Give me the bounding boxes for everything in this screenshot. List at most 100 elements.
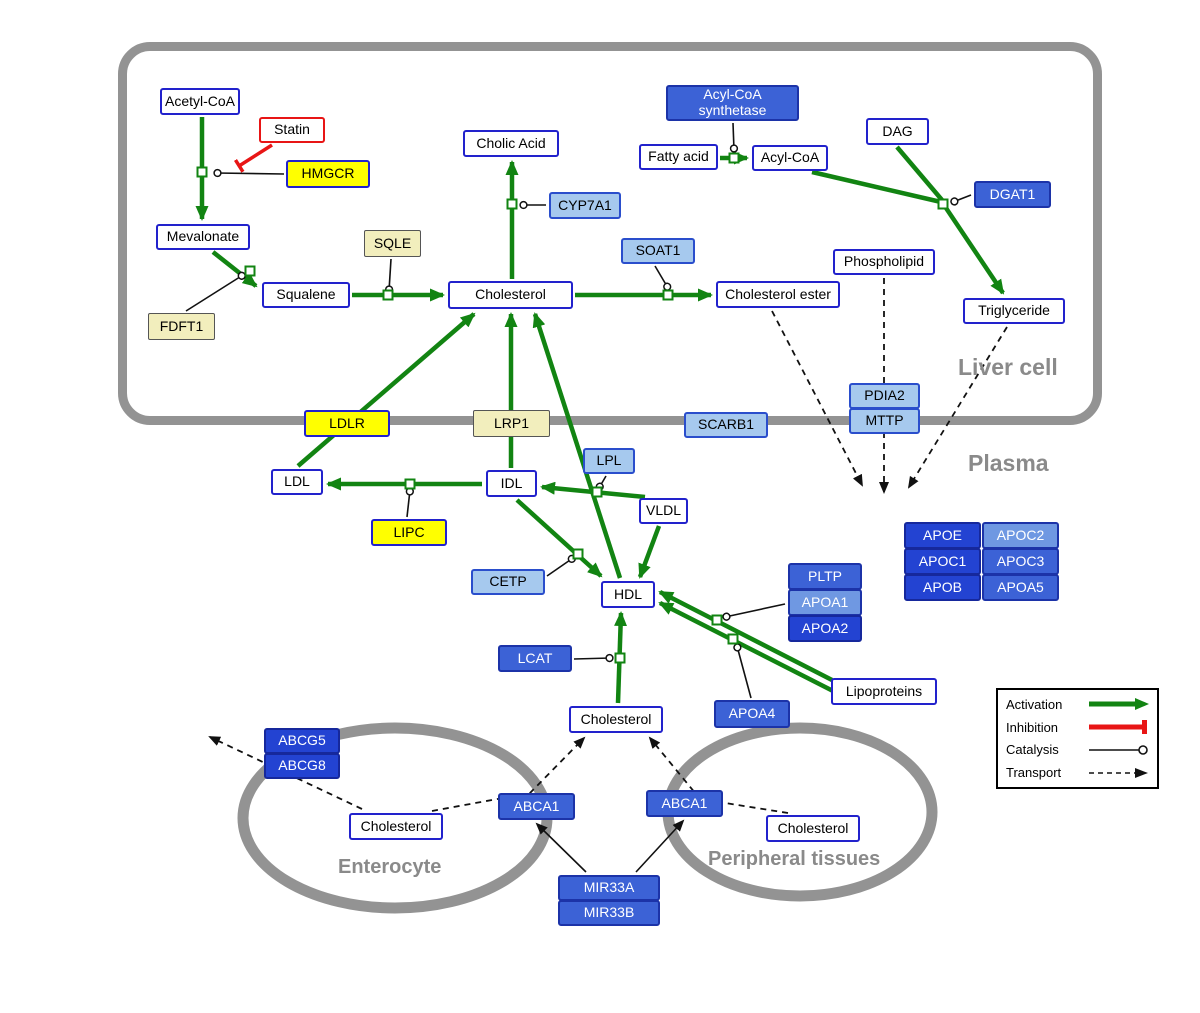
transport-arrow-icon bbox=[1089, 767, 1148, 778]
transport-triglyceride-plasma bbox=[907, 326, 1008, 489]
node-abcg5[interactable]: ABCG5 bbox=[264, 728, 340, 754]
edge-hdl-cholesterol bbox=[532, 312, 623, 579]
activation-arrow-icon bbox=[1089, 698, 1149, 711]
liver-cell-label: Liver cell bbox=[958, 354, 1058, 380]
legend: Activation Inhibition Catalysis Transpor… bbox=[996, 688, 1159, 789]
node-cholesterol-enterocyte[interactable]: Cholesterol bbox=[349, 813, 443, 840]
node-cholesterol-plasma[interactable]: Cholesterol bbox=[569, 706, 663, 733]
node-lipc[interactable]: LIPC bbox=[371, 519, 447, 546]
node-lpl[interactable]: LPL bbox=[583, 448, 635, 474]
edge-ldl-cholesterol bbox=[296, 312, 476, 468]
legend-inhibition: Inhibition bbox=[998, 719, 1157, 735]
node-scarb1[interactable]: SCARB1 bbox=[684, 412, 768, 438]
node-fdft1[interactable]: FDFT1 bbox=[148, 313, 215, 340]
edge-dag-junction bbox=[895, 145, 944, 202]
node-lipoproteins[interactable]: Lipoproteins bbox=[831, 678, 937, 705]
node-acetyl-coa[interactable]: Acetyl-CoA bbox=[160, 88, 240, 115]
catalysis-hmgcr bbox=[213, 168, 285, 178]
mir33-edges bbox=[535, 819, 685, 873]
legend-activation: Activation bbox=[998, 696, 1157, 712]
node-triglyceride[interactable]: Triglyceride bbox=[963, 298, 1065, 324]
node-apoa4[interactable]: APOA4 bbox=[714, 700, 790, 728]
legend-activation-label: Activation bbox=[1006, 696, 1063, 712]
node-pltp[interactable]: PLTP bbox=[788, 563, 862, 590]
node-apoa5[interactable]: APOA5 bbox=[982, 574, 1059, 601]
edge-mevalonate-squalene bbox=[211, 250, 258, 288]
catalysis-edges bbox=[185, 122, 972, 699]
catalysis-soat1 bbox=[654, 265, 672, 291]
node-apob[interactable]: APOB bbox=[904, 574, 981, 601]
node-squalene[interactable]: Squalene bbox=[262, 282, 350, 308]
catalysis-lipc bbox=[405, 487, 414, 518]
edge-acylcoa-junction bbox=[811, 169, 942, 205]
node-apoe[interactable]: APOE bbox=[904, 522, 981, 549]
node-dag[interactable]: DAG bbox=[866, 118, 929, 145]
edge-idl-hdl bbox=[515, 498, 603, 578]
catalysis-apoa1 bbox=[722, 603, 786, 621]
node-fatty-acid[interactable]: Fatty acid bbox=[639, 144, 718, 170]
node-apoc3[interactable]: APOC3 bbox=[982, 548, 1059, 575]
node-apoc1[interactable]: APOC1 bbox=[904, 548, 981, 575]
node-mevalonate[interactable]: Mevalonate bbox=[156, 224, 250, 250]
node-cholesterol-ester[interactable]: Cholesterol ester bbox=[716, 281, 840, 308]
node-cholic-acid[interactable]: Cholic Acid bbox=[463, 130, 559, 157]
node-apoa1[interactable]: APOA1 bbox=[788, 589, 862, 616]
plasma-label: Plasma bbox=[968, 450, 1049, 476]
node-vldl[interactable]: VLDL bbox=[639, 498, 688, 524]
node-cholesterol-liver[interactable]: Cholesterol bbox=[448, 281, 573, 309]
catalysis-circle-icon bbox=[1089, 745, 1148, 755]
node-cetp[interactable]: CETP bbox=[471, 569, 545, 595]
node-cholesterol-peripheral[interactable]: Cholesterol bbox=[766, 815, 860, 842]
inhibition-tbar-icon bbox=[1089, 720, 1147, 735]
node-ldl[interactable]: LDL bbox=[271, 469, 323, 495]
node-ldlr[interactable]: LDLR bbox=[304, 410, 390, 437]
liver-cell-membrane bbox=[118, 42, 1102, 425]
enterocyte-label: Enterocyte bbox=[338, 856, 442, 878]
edge-mir33-abca1-right bbox=[635, 819, 685, 873]
node-mir33b[interactable]: MIR33B bbox=[558, 900, 660, 926]
edge-lipoproteins-hdl-upper bbox=[658, 589, 834, 683]
legend-inhibition-label: Inhibition bbox=[1006, 719, 1059, 735]
edge-junction-triglyceride bbox=[944, 206, 1005, 295]
edge-vldl-hdl bbox=[637, 525, 662, 579]
node-acyl-coa-synthetase[interactable]: Acyl-CoA synthetase bbox=[666, 85, 799, 121]
node-hdl[interactable]: HDL bbox=[601, 581, 655, 608]
node-mttp[interactable]: MTTP bbox=[849, 408, 920, 434]
node-dgat1[interactable]: DGAT1 bbox=[974, 181, 1051, 208]
legend-transport: Transport bbox=[998, 765, 1157, 781]
node-apoa2[interactable]: APOA2 bbox=[788, 615, 862, 642]
node-idl[interactable]: IDL bbox=[486, 470, 537, 497]
node-lcat[interactable]: LCAT bbox=[498, 645, 572, 672]
node-statin[interactable]: Statin bbox=[259, 117, 325, 143]
node-sqle[interactable]: SQLE bbox=[364, 230, 421, 257]
legend-transport-label: Transport bbox=[1006, 765, 1062, 781]
peripheral-tissues-label: Peripheral tissues bbox=[708, 848, 881, 870]
node-acyl-coa[interactable]: Acyl-CoA bbox=[752, 145, 828, 171]
catalysis-cetp bbox=[546, 554, 576, 577]
node-phospholipid[interactable]: Phospholipid bbox=[833, 249, 935, 275]
catalysis-dgat1 bbox=[950, 194, 972, 206]
node-abca1-peripheral[interactable]: ABCA1 bbox=[646, 790, 723, 817]
legend-catalysis-label: Catalysis bbox=[1006, 742, 1059, 758]
catalysis-sqle bbox=[384, 258, 394, 294]
catalysis-fdft1 bbox=[185, 271, 246, 312]
node-lrp1[interactable]: LRP1 bbox=[473, 410, 550, 437]
legend-catalysis: Catalysis bbox=[998, 742, 1157, 758]
node-soat1[interactable]: SOAT1 bbox=[621, 238, 695, 264]
node-abca1-enterocyte[interactable]: ABCA1 bbox=[498, 793, 575, 820]
node-abcg8[interactable]: ABCG8 bbox=[264, 753, 340, 779]
node-apoc2[interactable]: APOC2 bbox=[982, 522, 1059, 549]
inhibition-statin-hmgcr bbox=[233, 143, 273, 173]
node-mir33a[interactable]: MIR33A bbox=[558, 875, 660, 901]
reaction-squares bbox=[196, 152, 949, 664]
node-hmgcr[interactable]: HMGCR bbox=[286, 160, 370, 188]
edge-mir33-abca1-left bbox=[535, 822, 587, 873]
edge-lipoproteins-hdl-lower bbox=[658, 600, 837, 695]
catalysis-apoa4 bbox=[733, 643, 752, 699]
catalysis-lpl bbox=[595, 475, 607, 491]
catalysis-acylcoa-synthetase bbox=[729, 122, 739, 153]
node-cyp7a1[interactable]: CYP7A1 bbox=[549, 192, 621, 219]
node-pdia2[interactable]: PDIA2 bbox=[849, 383, 920, 409]
